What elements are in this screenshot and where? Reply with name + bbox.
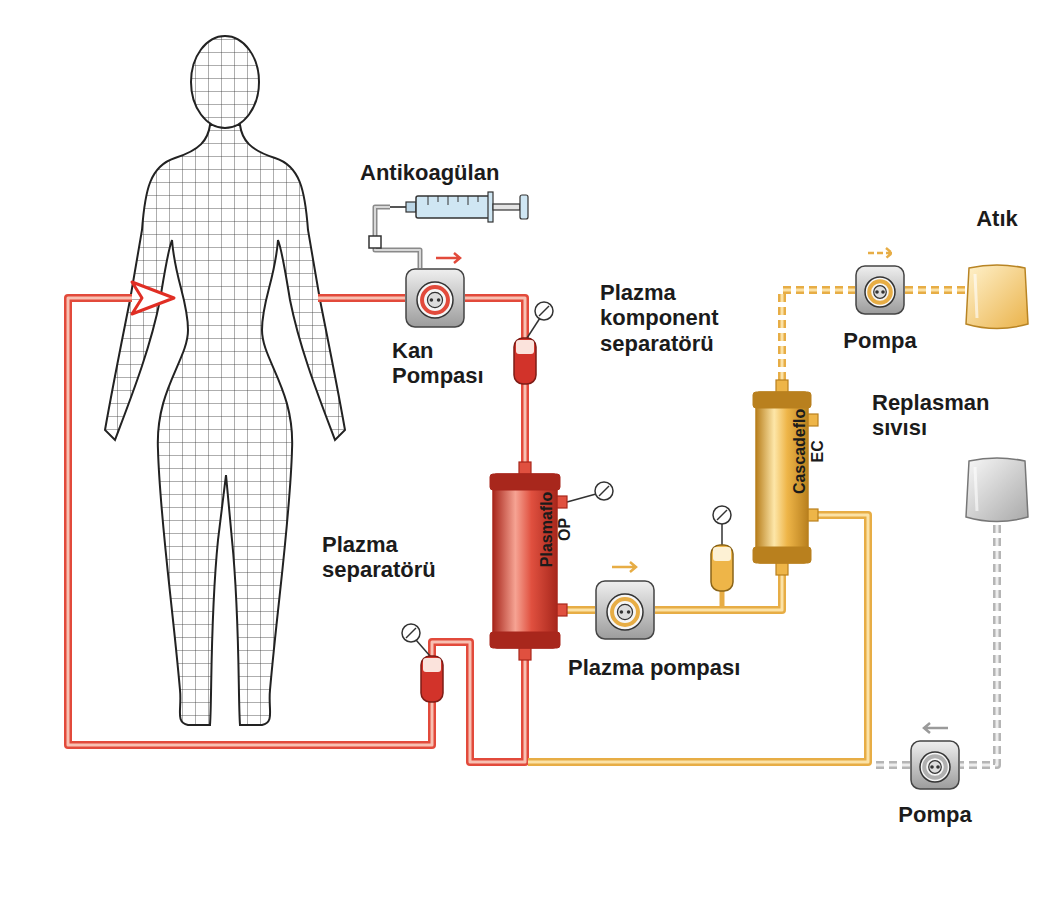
syringe-node: Antikoagülan	[390, 192, 532, 222]
separator-node: Cascadeflo ECPlazma komponent separatörü	[752, 380, 818, 575]
arterial-line-inner	[318, 297, 405, 300]
cartridge-label: Plasmaflo OP	[537, 480, 574, 578]
flow-arrow	[612, 562, 636, 572]
human-figure	[105, 36, 345, 725]
replacement-line-inner	[872, 764, 910, 767]
junction-clamp	[369, 236, 381, 248]
chamber-stem	[720, 590, 725, 608]
blood-tubing	[68, 298, 525, 762]
filter-cartridge	[752, 380, 818, 575]
bag-node: Atık	[965, 262, 1029, 332]
return-line	[68, 298, 525, 762]
head-mesh	[191, 36, 259, 128]
bag-node: Replasman sıvısı	[965, 455, 1029, 525]
pressure-gauge	[713, 506, 731, 524]
component-label: Pompa	[898, 802, 971, 827]
plasma-return-line	[528, 515, 868, 762]
pump-node: Kan Pompası	[405, 268, 465, 328]
component-label: Kan Pompası	[392, 338, 497, 389]
chamber-air	[713, 547, 731, 561]
flow-arrow	[924, 723, 948, 733]
return-line-inner	[68, 298, 525, 762]
tubing-connector	[567, 610, 595, 611]
pump-node: Pompa	[855, 265, 905, 315]
component-label: Pompa	[843, 328, 916, 353]
gauge-stem	[567, 494, 596, 502]
tubing-outer	[567, 606, 595, 614]
tubing-inner	[960, 525, 997, 765]
pressure-gauge	[402, 624, 420, 642]
replacement-line	[872, 761, 910, 769]
tubing-outer	[905, 286, 965, 294]
arrowhead-symbol	[132, 282, 174, 314]
pump-symbol	[595, 580, 655, 640]
chamber-air	[423, 658, 441, 672]
pressure-gauge	[535, 302, 553, 320]
flow-arrow	[436, 253, 460, 263]
syringe-symbol	[390, 192, 532, 222]
pump-symbol	[910, 740, 960, 790]
arterial-drip-chamber	[514, 302, 553, 384]
gauge-needle	[599, 486, 609, 496]
head-outline	[191, 36, 259, 128]
cartridge-label: Cascadeflo EC	[790, 406, 827, 496]
body-mesh	[105, 125, 345, 725]
gauge-needle	[406, 628, 416, 638]
component-label: Plazma separatörü	[322, 532, 462, 583]
gauge-stem	[527, 318, 540, 338]
pump-node: Plazma pompası	[595, 580, 655, 640]
tubing-connector	[960, 525, 997, 765]
plasma-drip-chamber	[711, 506, 733, 608]
anticoagulant-junction	[369, 236, 381, 248]
gauge-stem	[721, 524, 723, 545]
component-label: Plazma pompası	[568, 655, 740, 680]
pump-node: Pompa	[910, 740, 960, 790]
separator-gauge	[567, 482, 613, 502]
fluid-bag	[965, 455, 1029, 525]
flow-arrow	[868, 248, 892, 258]
gauge-stem	[416, 640, 430, 656]
gauge-needle	[717, 510, 727, 520]
separator-node: Plasmaflo OPPlazma separatörü	[485, 462, 567, 660]
tubing-connector	[905, 290, 965, 291]
component-label: Atık	[976, 206, 1018, 231]
tubing-outer	[960, 525, 997, 765]
pump-symbol	[405, 268, 465, 328]
body-outline	[105, 125, 345, 725]
gauge-needle	[539, 306, 549, 316]
tubing-inner	[567, 609, 595, 612]
tubing-inner	[905, 289, 965, 292]
chamber-body	[711, 545, 733, 591]
plasma-return-line-inner	[528, 515, 868, 762]
component-label: Antikoagülan	[360, 160, 499, 185]
return-arrowhead	[132, 282, 174, 314]
fluid-bag	[965, 262, 1029, 332]
pressure-gauge	[595, 482, 613, 500]
chamber-body	[421, 656, 443, 702]
venous-drip-chamber	[402, 624, 443, 702]
pump-symbol	[855, 265, 905, 315]
chamber-body	[514, 338, 536, 384]
arterial-line	[318, 294, 405, 302]
flow-arrows	[436, 248, 948, 733]
component-label: Plazma komponent separatörü	[600, 280, 760, 356]
filter-cartridge	[485, 462, 567, 660]
component-label: Replasman sıvısı	[872, 390, 1032, 441]
chamber-air	[516, 340, 534, 354]
plasma-return-tubing	[528, 515, 910, 765]
